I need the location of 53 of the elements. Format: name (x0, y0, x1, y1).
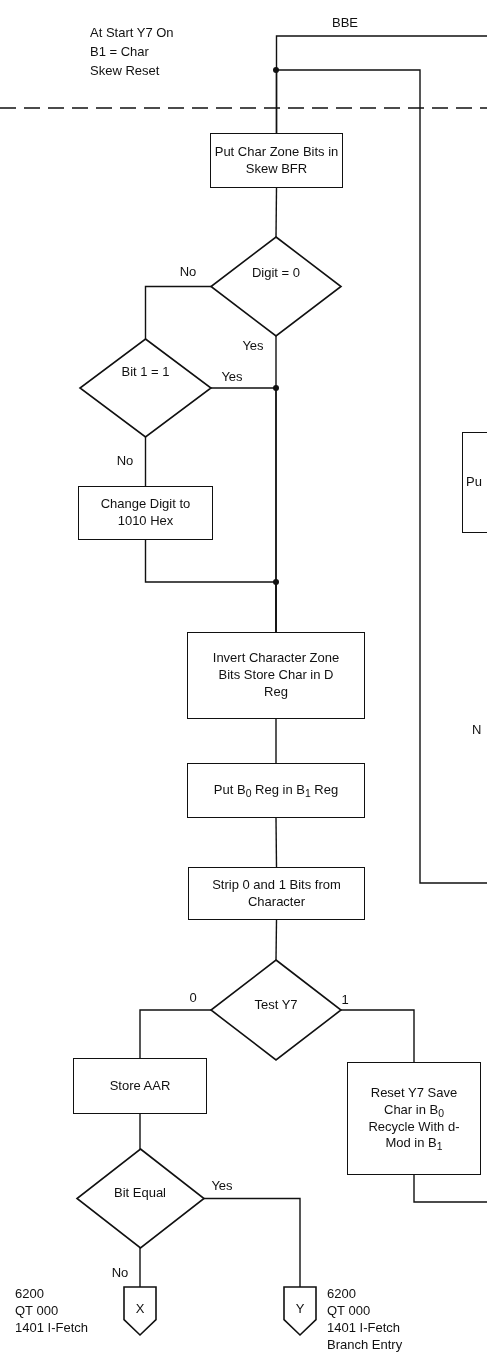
connector-line (275, 817, 278, 868)
process-box (188, 867, 365, 920)
off-page-connector (284, 1287, 316, 1335)
node-text: X (135, 1301, 145, 1318)
node-text: Change Digit to 1010 Hex (99, 496, 192, 530)
decision-diamond (211, 960, 341, 1060)
connector-line (139, 1113, 141, 1150)
connector-line (202, 1197, 301, 1288)
connector-line (413, 1174, 487, 1203)
connector-line (144, 436, 147, 487)
node-text: Digit = 0 (251, 265, 301, 282)
decision-diamond (80, 339, 211, 437)
decision-diamond (76, 1149, 204, 1248)
connector-note: 1401 I-Fetch (15, 1319, 88, 1337)
node-text: Y (295, 1301, 305, 1318)
connector-line (340, 1009, 415, 1063)
process-box (73, 1058, 207, 1114)
process-box (187, 763, 365, 818)
connector-note: 1401 I-Fetch (327, 1319, 401, 1337)
node-text: Put Char Zone Bits in Skew BFR (213, 143, 340, 178)
node-text: Put B$_{0}$ Reg in B$_{1}$ Reg (213, 782, 339, 799)
node-text: Pu (466, 474, 482, 491)
connector-line (139, 1009, 212, 1059)
process-box (347, 1062, 481, 1175)
connector-note: 6200 (327, 1286, 357, 1303)
connector-line (275, 718, 277, 764)
connector-line (275, 187, 278, 238)
node-text: Reset Y7 Save Char in B$_{0}$ Recycle With d-Mod in B$_{1}$ (367, 1084, 461, 1153)
connector-line (144, 285, 212, 340)
connector-note: QT 000 (327, 1302, 372, 1320)
node-text: Invert Character Zone Bits Store Char in D Reg (211, 650, 341, 701)
node-text: Bit 1 = 1 (121, 363, 170, 381)
node-text: Bit Equal (113, 1185, 166, 1202)
connector-line (144, 539, 277, 633)
note-text: Skew Reset (90, 63, 160, 80)
note-text: B1 = Char (90, 44, 149, 61)
connector-line (275, 69, 487, 884)
note-text: N (472, 722, 482, 739)
connector-line (275, 919, 278, 961)
process-box (462, 432, 487, 533)
note-text: At Start Y7 On (90, 25, 174, 42)
process-box (187, 632, 365, 719)
connector-note: 6200 (15, 1286, 45, 1303)
process-box (78, 486, 213, 540)
node-text: Strip 0 and 1 Bits from Character (211, 876, 342, 911)
connector-line (139, 1247, 141, 1288)
decision-diamond (211, 237, 341, 336)
off-page-connector (124, 1287, 156, 1335)
connector-note: Branch Entry (327, 1336, 403, 1354)
node-text: Store AAR (109, 1077, 171, 1095)
connector-note: QT 000 (15, 1302, 60, 1320)
process-box (210, 133, 343, 188)
node-text: Test Y7 (254, 996, 298, 1014)
